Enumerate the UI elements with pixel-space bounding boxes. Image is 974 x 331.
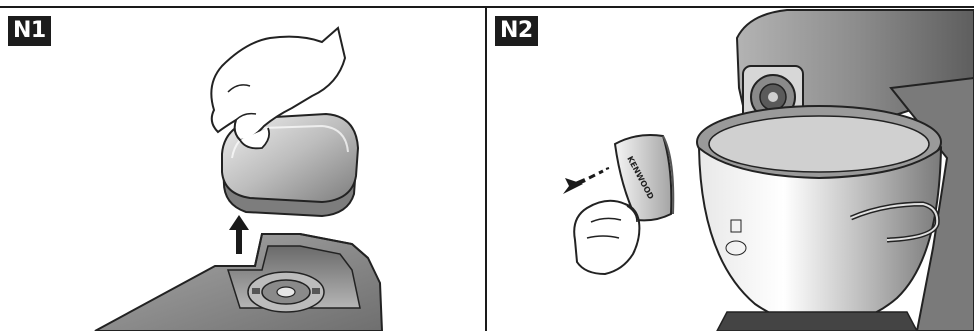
step-label-n2: N2	[495, 16, 538, 46]
bowl-shape	[697, 106, 941, 331]
illustration-remove-front-cover: KENWOOD	[487, 8, 974, 331]
hand-shape	[574, 201, 639, 274]
arrow-left-icon	[563, 168, 609, 194]
step-panel-n1: N1	[0, 8, 487, 331]
arrow-up-icon	[229, 215, 249, 254]
step-panel-n2: N2	[487, 8, 974, 331]
step-label-n1: N1	[8, 16, 51, 46]
illustration-remove-outlet-cover	[0, 8, 485, 331]
